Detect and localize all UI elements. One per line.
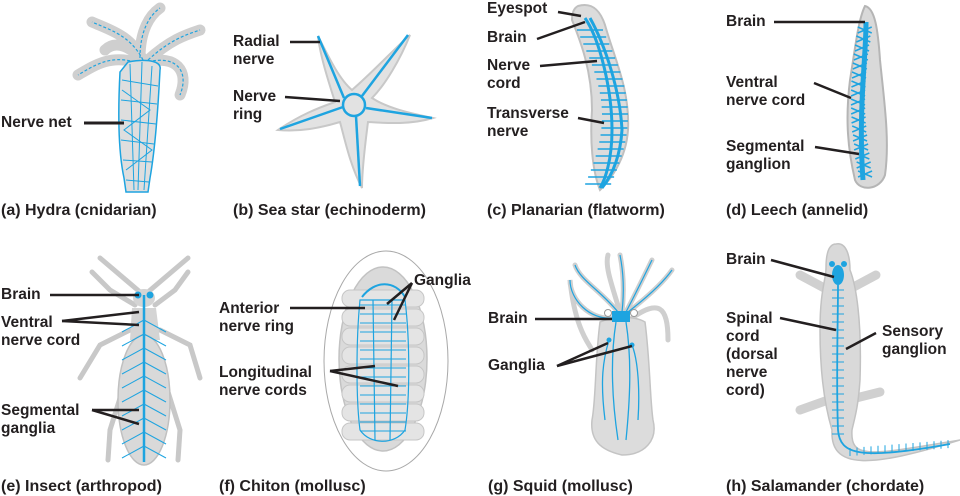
- caption-hydra: (a) Hydra (cnidarian): [1, 202, 157, 219]
- ganglion-branch: [851, 116, 866, 124]
- nerve-branch: [143, 347, 167, 361]
- caption-salamander: (h) Salamander (chordate): [726, 478, 925, 495]
- caption-squid: (g) Squid (mollusc): [488, 478, 633, 495]
- caption-insect: (e) Insect (arthropod): [1, 478, 162, 495]
- label-segmental-ganglia: Segmental ganglia: [1, 402, 80, 437]
- ganglion-branch: [856, 161, 871, 169]
- label-nerve-net: Nerve net: [1, 114, 72, 131]
- ganglion-branch: [852, 134, 868, 142]
- planarian-illustration: [536, 4, 630, 192]
- ganglion-branch: [853, 53, 869, 61]
- label-brain-salamander: Brain: [726, 251, 766, 268]
- shell-plate: [341, 308, 425, 327]
- squid-illustration: [535, 252, 675, 456]
- spinal-nerves: [832, 289, 949, 456]
- nerve-branch: [121, 389, 145, 403]
- label-longitudinal-nerve-cords: Longitudinal nerve cords: [219, 364, 312, 399]
- ganglion-branch: [853, 143, 869, 151]
- label-sensory-ganglion: Sensory ganglion: [882, 323, 947, 358]
- label-spinal-cord: Spinal cord (dorsal nerve cord): [726, 310, 778, 399]
- nerve-branch: [143, 431, 167, 445]
- nerve-branch: [143, 445, 167, 459]
- nerve-branch: [143, 417, 167, 431]
- label-transverse-nerve: Transverse nerve: [487, 105, 569, 140]
- nerve-branch: [121, 319, 145, 333]
- ganglion-branch: [851, 125, 867, 133]
- shell-plate: [341, 384, 425, 403]
- nerve-branch: [121, 361, 145, 375]
- label-nerve-ring: Nerve ring: [233, 88, 277, 123]
- shell-plate: [341, 422, 425, 441]
- label-brain-planarian: Brain: [487, 29, 527, 46]
- nerve-branch: [143, 375, 167, 389]
- label-anterior-nerve-ring: Anterior nerve ring: [219, 300, 294, 335]
- hydra-illustration: [72, 2, 206, 193]
- sea-star-illustration: [275, 34, 437, 189]
- caption-chiton: (f) Chiton (mollusc): [219, 478, 366, 495]
- ganglion-branch: [851, 71, 867, 79]
- nerve-branch: [143, 389, 167, 403]
- nerve-branch: [121, 445, 145, 459]
- ganglion-branch: [856, 35, 871, 43]
- label-brain-squid: Brain: [488, 310, 528, 327]
- nerve-branch: [121, 417, 145, 431]
- label-ganglia-chiton: Ganglia: [414, 272, 471, 289]
- insect-illustration: [50, 255, 203, 466]
- ganglion-branch: [857, 170, 873, 178]
- ganglion-branch: [857, 26, 873, 34]
- shell-plate: [341, 346, 425, 365]
- ganglion-branch: [851, 80, 866, 88]
- leech-illustration: [774, 4, 888, 189]
- label-radial-nerve: Radial nerve: [233, 33, 280, 68]
- ganglion-branch: [850, 89, 866, 97]
- nerve-branch: [143, 403, 167, 417]
- caption-sea-star: (b) Sea star (echinoderm): [233, 202, 426, 219]
- label-brain-insect: Brain: [1, 286, 41, 303]
- ganglion-branch: [850, 98, 866, 106]
- ganglion-branch: [852, 62, 868, 70]
- label-segmental-ganglion: Segmental ganglion: [726, 138, 805, 173]
- chiton-nerve-rungs: [360, 304, 406, 432]
- salamander-illustration: [770, 243, 960, 462]
- label-ventral-nerve-cord-leech: Ventral nerve cord: [726, 74, 806, 109]
- transverse-nerves: [577, 29, 628, 185]
- segmental-ganglia: [850, 26, 873, 178]
- label-ganglia-squid: Ganglia: [488, 357, 545, 374]
- nerve-branch: [143, 319, 167, 333]
- ganglion-branch: [855, 152, 870, 160]
- nerve-branch: [121, 375, 145, 389]
- caption-leech: (d) Leech (annelid): [726, 202, 869, 219]
- shell-plate: [341, 403, 425, 422]
- label-eyespot: Eyespot: [487, 0, 548, 17]
- nerve-branch: [143, 361, 167, 375]
- label-ventral-nerve-cord-insect: Ventral nerve cord: [1, 314, 81, 349]
- caption-planarian: (c) Planarian (flatworm): [487, 202, 665, 219]
- nerve-branch: [121, 431, 145, 445]
- ganglion-branch: [854, 44, 870, 52]
- nerve-branch: [121, 347, 145, 361]
- label-nerve-cord: Nerve cord: [487, 57, 531, 92]
- label-brain-leech: Brain: [726, 13, 766, 30]
- insect-nerve-branches: [121, 319, 167, 459]
- shell-plate: [341, 289, 425, 308]
- shell-plate: [341, 327, 425, 346]
- nerve-branch: [143, 333, 167, 347]
- ganglion-branch: [850, 107, 866, 115]
- nerve-branch: [121, 333, 145, 347]
- chiton-illustration: [290, 250, 449, 472]
